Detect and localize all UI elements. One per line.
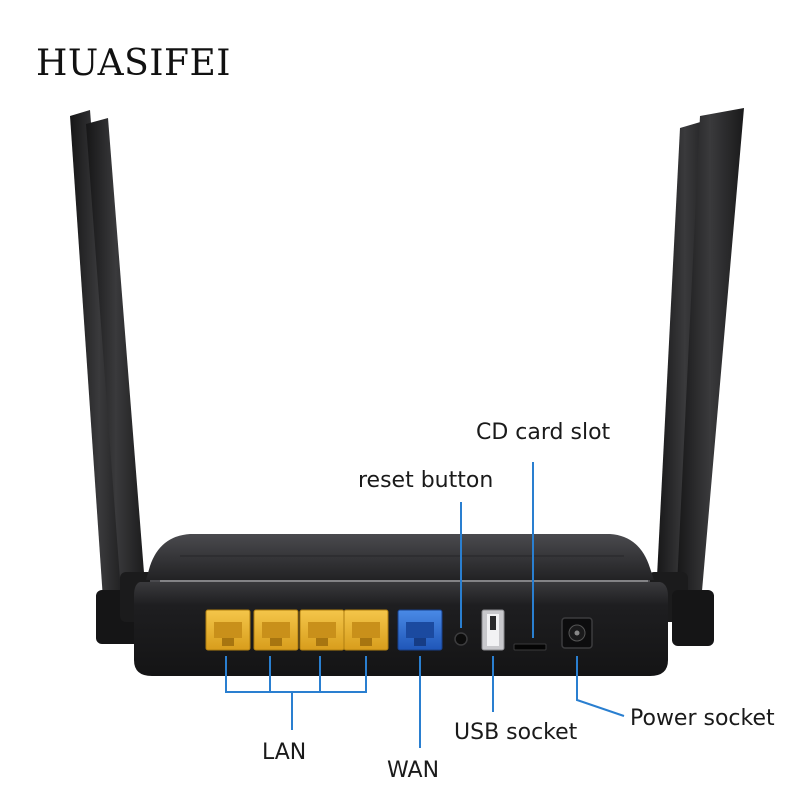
right-antennas (648, 108, 744, 646)
reset-button-label: reset button (358, 468, 494, 493)
lan-ports (205, 609, 389, 651)
cd-card-slot-label: CD card slot (476, 420, 611, 445)
reset-button (454, 632, 468, 646)
power-callout-line (576, 656, 625, 717)
wan-port (397, 609, 443, 651)
lan-label: LAN (262, 740, 307, 765)
antenna (86, 118, 146, 606)
antenna (676, 108, 744, 614)
left-antennas (70, 110, 160, 644)
wan-label: WAN (387, 758, 440, 783)
power-socket-label: Power socket (630, 706, 775, 731)
power-socket (561, 617, 593, 649)
lan-port (343, 609, 389, 651)
callout-lines (225, 462, 625, 748)
brand-logo: HUASIFEI (36, 43, 231, 84)
router-body (134, 534, 668, 676)
lan-port (299, 609, 345, 651)
usb-socket-label: USB socket (454, 720, 578, 745)
cd-card-slot (513, 643, 547, 651)
lan-port (205, 609, 251, 651)
lan-callout-line (225, 656, 367, 730)
lan-port (253, 609, 299, 651)
usb-socket (481, 609, 505, 651)
